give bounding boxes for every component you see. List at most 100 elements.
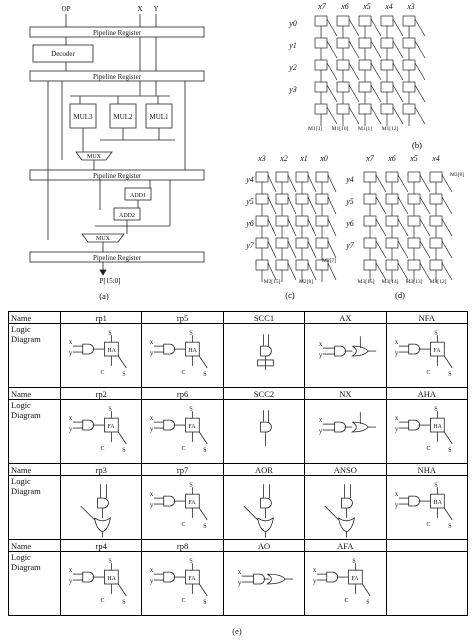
diagram-label: y [394, 426, 398, 433]
cell-wire [392, 40, 404, 59]
wire [199, 583, 208, 597]
cell-wire [397, 174, 409, 193]
output-label: M3[13] [406, 279, 423, 285]
array-cell [380, 37, 394, 49]
array-cell [336, 103, 350, 115]
cell-wire [267, 262, 277, 281]
and-gate [407, 419, 420, 431]
wire [243, 505, 258, 521]
diagram-label: x [394, 339, 398, 346]
wire [324, 505, 340, 521]
cell-wire [414, 18, 426, 37]
row-label: y3 [288, 85, 297, 94]
diagram-label: y [150, 502, 154, 509]
panel-b-caption: (b) [412, 140, 422, 150]
col-label: x7 [317, 2, 327, 11]
array-cell [363, 193, 377, 205]
wire [199, 507, 208, 521]
wire [117, 431, 127, 445]
diagram-label: C [182, 598, 186, 604]
wire [117, 355, 127, 369]
diagram-label: FA [433, 348, 441, 354]
array-cell [402, 81, 416, 93]
cell-wire [326, 84, 338, 103]
array-cell [380, 81, 394, 93]
wire [199, 431, 208, 445]
wire [443, 507, 453, 521]
array-cell [407, 193, 421, 205]
cell-wire [327, 196, 337, 215]
array-cell [295, 237, 309, 249]
cell-wire [375, 240, 387, 259]
diagram-label: x [394, 491, 398, 498]
array-cell [255, 215, 269, 227]
col-label: x3 [257, 154, 266, 163]
diagram-label: x [313, 567, 317, 574]
panel-d-caption: (d) [395, 290, 405, 300]
pipeline-register-3: Pipeline Register [93, 172, 142, 180]
logic-diagram-header: Logic Diagram [8, 399, 61, 464]
col-label: x0 [319, 154, 328, 163]
row-label: y2 [288, 63, 297, 72]
array-cell [255, 193, 269, 205]
cell-name: NHA [385, 463, 469, 476]
cell-wire [348, 84, 360, 103]
output-label: M3[15] [358, 279, 375, 285]
and-gate [341, 497, 353, 509]
diagram-label: S [434, 482, 437, 488]
diagram-label: y [394, 350, 398, 357]
diagram-label: y [69, 426, 73, 433]
input-x-label: X [137, 5, 142, 13]
cell-wire [327, 174, 337, 193]
diagram-label: C [345, 598, 349, 604]
cell-name: AHA [385, 387, 469, 400]
array-cell [402, 37, 416, 49]
logic-diagram-svg [80, 484, 111, 538]
cell-wire [397, 196, 409, 215]
name-header: Name [8, 539, 61, 552]
wire [80, 505, 95, 521]
diagram-label: C [182, 522, 186, 528]
cell-wire [267, 174, 277, 193]
diagram-label: x [150, 339, 154, 346]
array-cell [407, 259, 421, 271]
array-cell [295, 259, 309, 271]
cell-wire [287, 218, 297, 237]
cell-wire [392, 18, 404, 37]
array-cell [336, 59, 350, 71]
row-label: y4 [245, 175, 254, 184]
array-cell [314, 15, 328, 27]
cell-name: rp1 [59, 311, 143, 324]
array-cell [336, 37, 350, 49]
output-label: M1[10] [332, 126, 349, 132]
diagram-label: FA [189, 424, 197, 430]
diagram-label: HA [107, 348, 116, 354]
cell-wire [307, 262, 317, 281]
logic-diagram-header: Logic Diagram [8, 475, 61, 540]
wire [117, 583, 127, 597]
diagram-label: S [190, 330, 193, 336]
diagram-label: C [182, 446, 186, 452]
array-cell [314, 37, 328, 49]
cell-wire [287, 262, 297, 281]
and-gate [163, 495, 176, 507]
array-cell [314, 103, 328, 115]
panel-c-caption: (c) [285, 290, 295, 300]
cell-wire [326, 40, 338, 59]
output-label: M1[3] [308, 126, 322, 132]
diagram-label: S [353, 558, 356, 564]
cell-wire [370, 62, 382, 81]
diagram-label: y [150, 350, 154, 357]
cell-wire [370, 18, 382, 37]
diagram-label: S [204, 372, 207, 378]
row-label: y4 [345, 175, 354, 184]
diagram-label: S [434, 406, 437, 412]
logic-diagram-svg [243, 484, 274, 538]
